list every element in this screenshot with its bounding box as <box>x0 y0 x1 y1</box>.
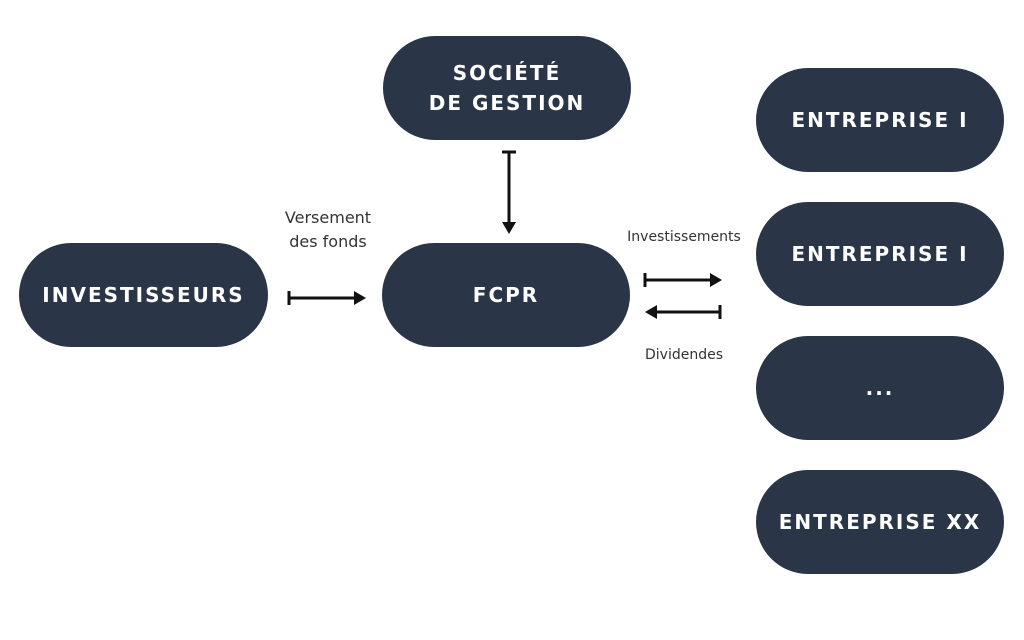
entreprise-node-1: ENTREPRISE I <box>756 68 1004 172</box>
gestion-to-fcpr-arrow <box>502 150 516 234</box>
societe-de-gestion-node: SOCIÉTÉ DE GESTION <box>383 36 631 140</box>
investissements-arrow <box>643 273 722 287</box>
investissements-label: Investissements <box>627 229 741 245</box>
versement-des-fonds-label: Versement des fonds <box>284 208 372 251</box>
fcpr-node: FCPR <box>382 243 630 347</box>
dividendes-label: Dividendes <box>644 347 723 363</box>
entreprise-node-ellipsis: ... <box>756 336 1004 440</box>
entreprise-node-xx: ENTREPRISE XX <box>756 470 1004 574</box>
versement-arrow <box>287 291 366 305</box>
investisseurs-node: INVESTISSEURS <box>19 243 268 347</box>
entreprise-node-2: ENTREPRISE I <box>756 202 1004 306</box>
dividendes-arrow <box>645 305 722 319</box>
